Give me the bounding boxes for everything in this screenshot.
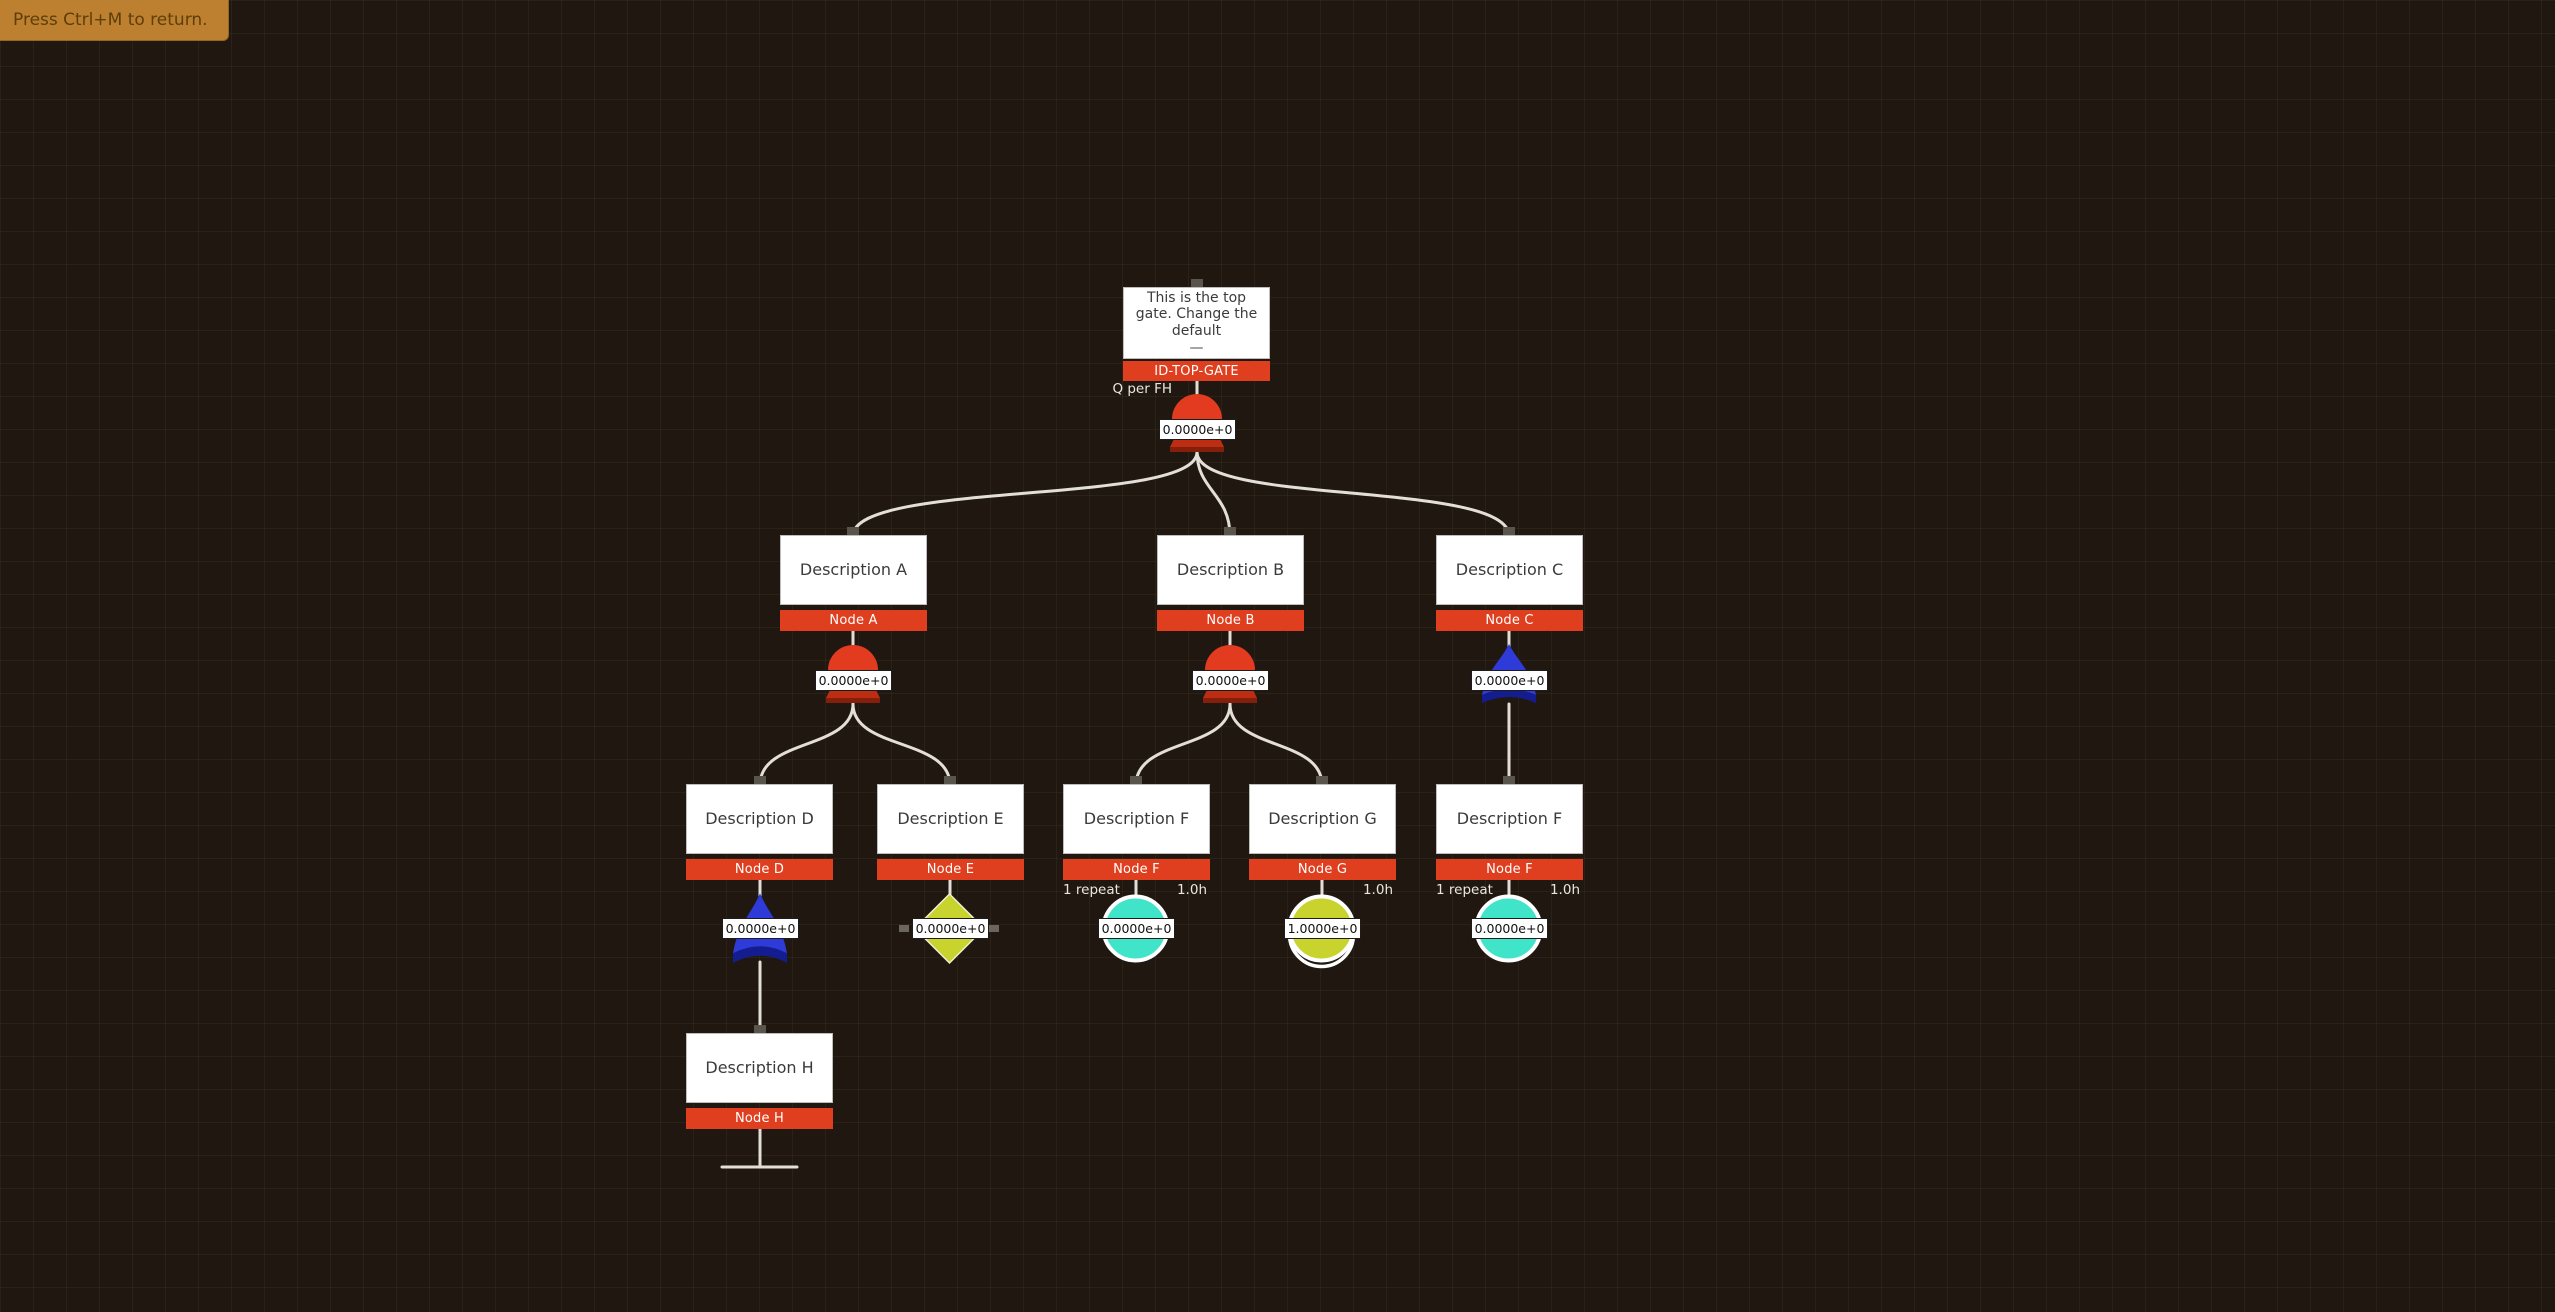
- node-c-value[interactable]: 0.0000e+0: [1471, 670, 1548, 691]
- node-b-description-text: Description B: [1176, 559, 1285, 579]
- top-gate-description-text: This is the top gate. Change the default: [1135, 290, 1258, 339]
- node-h-id-label[interactable]: Node H: [686, 1108, 833, 1129]
- top-gate-rate-label: Q per FH: [1112, 381, 1172, 397]
- hint-banner-text: Press Ctrl+M to return.: [13, 10, 208, 30]
- node-e-description-text: Description E: [897, 808, 1004, 828]
- node-f2-description-box[interactable]: Description F: [1436, 784, 1583, 854]
- node-e-description-box[interactable]: Description E: [877, 784, 1024, 854]
- node-b-value[interactable]: 0.0000e+0: [1192, 670, 1269, 691]
- node-g-description-box[interactable]: Description G: [1249, 784, 1396, 854]
- node-f1-id-label[interactable]: Node F: [1063, 859, 1210, 880]
- node-a-description-text: Description A: [799, 559, 908, 579]
- node-f1-exposure-label: 1.0h: [1176, 882, 1207, 898]
- node-c-description-box[interactable]: Description C: [1436, 535, 1583, 605]
- top-gate-description-box[interactable]: This is the top gate. Change the default…: [1123, 287, 1270, 359]
- top-gate-value[interactable]: 0.0000e+0: [1159, 419, 1236, 440]
- node-f2-value[interactable]: 0.0000e+0: [1471, 918, 1548, 939]
- top-gate-separator: —: [1189, 339, 1204, 356]
- node-f2-exposure-label: 1.0h: [1549, 882, 1580, 898]
- node-e-value[interactable]: 0.0000e+0: [912, 918, 989, 939]
- tree-edges: [758, 379, 1511, 1169]
- node-f1-description-box[interactable]: Description F: [1063, 784, 1210, 854]
- hint-banner: Press Ctrl+M to return.: [0, 0, 229, 41]
- node-a-value[interactable]: 0.0000e+0: [815, 670, 892, 691]
- node-d-description-text: Description D: [705, 808, 814, 828]
- top-gate-id-label[interactable]: ID-TOP-GATE: [1123, 361, 1270, 381]
- node-h-description-text: Description H: [705, 1057, 814, 1077]
- node-g-value[interactable]: 1.0000e+0: [1284, 918, 1361, 939]
- node-b-id-label[interactable]: Node B: [1157, 610, 1304, 631]
- diamond-side-handles: [899, 925, 999, 932]
- node-e-id-label[interactable]: Node E: [877, 859, 1024, 880]
- anchor-ticks: [754, 279, 1515, 1033]
- node-g-id-label[interactable]: Node G: [1249, 859, 1396, 880]
- node-d-id-label[interactable]: Node D: [686, 859, 833, 880]
- node-h-description-box[interactable]: Description H: [686, 1033, 833, 1103]
- node-g-exposure-label: 1.0h: [1362, 882, 1393, 898]
- node-d-description-box[interactable]: Description D: [686, 784, 833, 854]
- node-f2-id-label[interactable]: Node F: [1436, 859, 1583, 880]
- node-f1-description-text: Description F: [1083, 808, 1190, 828]
- node-d-value[interactable]: 0.0000e+0: [722, 918, 799, 939]
- node-f1-value[interactable]: 0.0000e+0: [1098, 918, 1175, 939]
- node-g-description-text: Description G: [1268, 808, 1377, 828]
- node-c-id-label[interactable]: Node C: [1436, 610, 1583, 631]
- node-f2-repeat-label: 1 repeat: [1436, 882, 1493, 898]
- node-a-description-box[interactable]: Description A: [780, 535, 927, 605]
- node-a-id-label[interactable]: Node A: [780, 610, 927, 631]
- node-c-description-text: Description C: [1455, 559, 1564, 579]
- node-f1-repeat-label: 1 repeat: [1063, 882, 1120, 898]
- node-b-description-box[interactable]: Description B: [1157, 535, 1304, 605]
- node-f2-description-text: Description F: [1456, 808, 1563, 828]
